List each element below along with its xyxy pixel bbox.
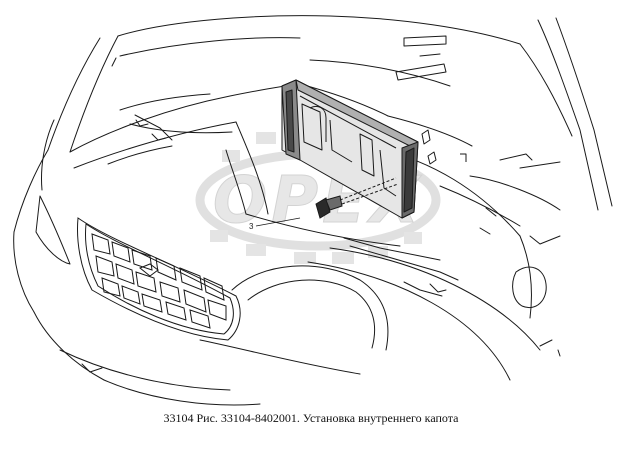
figure-caption: 33104 Рис. 33104-8402001. Установка внут… [163, 411, 459, 425]
fastener-bolt [315, 177, 399, 219]
car-body-outline [13, 15, 613, 406]
callout-3: 3 [249, 217, 301, 231]
inner-hood-panel [281, 79, 467, 219]
callout-label: 3 [249, 222, 254, 231]
radiator-grille [77, 217, 241, 341]
